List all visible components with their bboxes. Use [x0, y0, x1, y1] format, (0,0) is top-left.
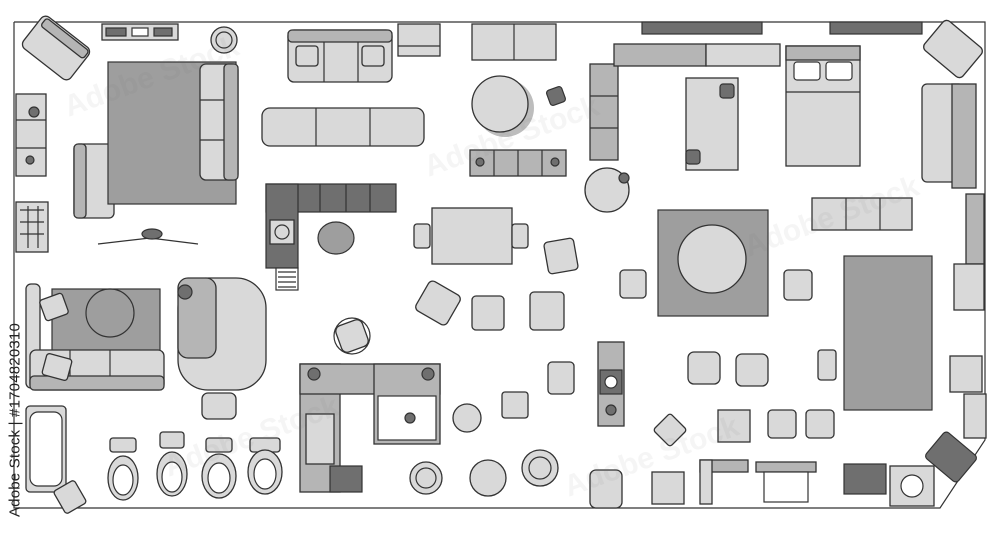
round-tables-bottom-center [409, 449, 559, 497]
shelf-top-right [641, 21, 923, 35]
sofa-armchair-left [73, 143, 115, 219]
dining-table-center [413, 207, 529, 265]
floor-lamp-shapes [97, 228, 199, 245]
dining-chairs-right [653, 349, 837, 447]
cabinet-narrow-center [597, 341, 625, 427]
cabinet-right [811, 197, 913, 231]
round-stool-top [210, 26, 238, 54]
small-chair-top [545, 85, 567, 107]
floor-mat-left [15, 201, 49, 253]
shelves-right-wall [949, 193, 987, 439]
armchair-top-right-corner [923, 19, 983, 79]
oval-rug-kitchen [317, 221, 355, 255]
armchair-corner-top-left [21, 15, 91, 81]
sectional-sofa-right [589, 43, 781, 161]
sofa-far-right [921, 83, 977, 189]
sideboard-center [469, 149, 567, 177]
office-chair-center [333, 317, 371, 355]
cabinet-top-center [471, 23, 557, 61]
armchair-right-small [783, 269, 813, 301]
kitchen-l-counter [265, 183, 397, 291]
rug-round-table-right [657, 209, 769, 317]
armchair-center-d [529, 291, 565, 331]
sofa-with-rug-left [25, 283, 165, 391]
long-sofa-center [261, 107, 425, 147]
sofa-right-of-rug [199, 63, 239, 181]
stock-id-watermark: Adobe Stock | #1704820310 [4, 300, 26, 540]
toilets-row [107, 431, 283, 501]
armchair-center-b [415, 280, 461, 326]
bathtub-left [25, 405, 67, 493]
armchair-bottom-center [589, 469, 623, 509]
large-rug-right [843, 255, 933, 411]
double-bed [785, 45, 861, 167]
kitchen-u-counter [299, 363, 441, 493]
round-stool-center [584, 167, 630, 213]
bench-lounge [177, 277, 267, 420]
round-table-top [471, 75, 534, 137]
bookshelf-left [15, 93, 47, 177]
stock-id-text: Adobe Stock | #1704820310 [6, 322, 24, 518]
desk-right [685, 77, 739, 171]
sofa-top-center [287, 29, 393, 83]
side-cabinet-top [397, 23, 441, 57]
chair-bottom-left-corner [53, 480, 87, 514]
tv-console-top [101, 23, 179, 41]
tables-bottom-right [651, 431, 977, 507]
side-stools-center [452, 269, 647, 433]
armchair-center-c [471, 295, 505, 331]
armchair-center-a [543, 237, 579, 275]
